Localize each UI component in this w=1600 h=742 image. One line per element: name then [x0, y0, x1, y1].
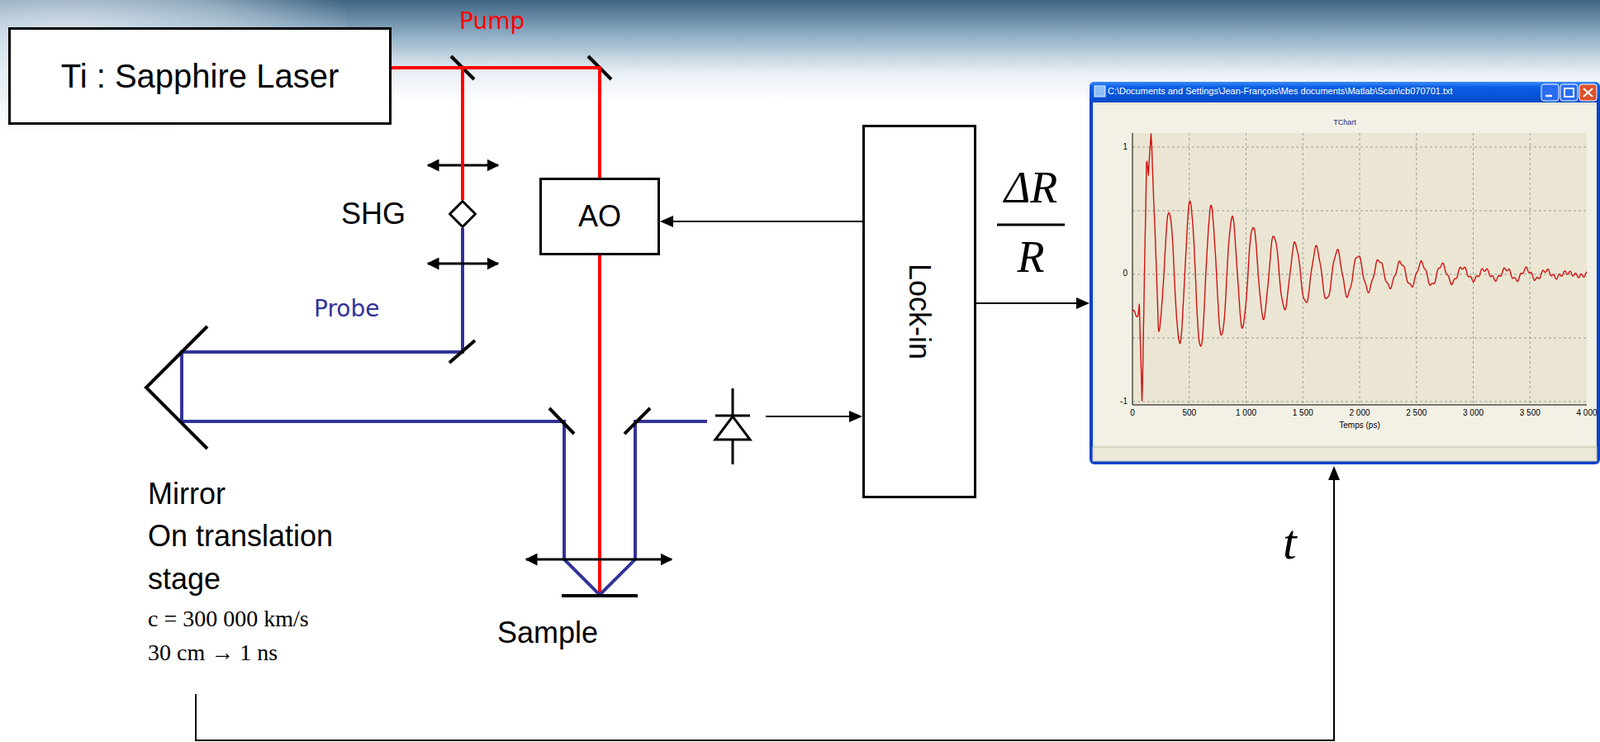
signal-arrow-line [976, 302, 1078, 304]
stage-label: Mirror [147, 476, 226, 511]
grid-line [1529, 132, 1531, 405]
fraction-bar [997, 223, 1065, 227]
delay-time-label: t [1282, 513, 1297, 571]
x-tick-label: 3 000 [1452, 408, 1495, 418]
x-tick-label: 4 000 [1566, 408, 1600, 418]
modulation-arrow [659, 215, 863, 228]
signal-trace [1132, 133, 1587, 401]
x-tick-label: 500 [1168, 408, 1211, 418]
grid-line [1415, 132, 1417, 405]
shg-label: SHG [341, 196, 406, 231]
photodiode-triangle [715, 416, 751, 440]
minimize-button [1541, 84, 1559, 101]
y-axis [1132, 132, 1134, 405]
x-tick-label: 1 500 [1281, 408, 1324, 418]
grid-line [1245, 132, 1247, 405]
y-tick-label: -1 [1096, 396, 1128, 407]
diamond-shape [450, 201, 476, 228]
x-tick-label: 2 500 [1395, 408, 1438, 418]
x-tick-label: 0 [1111, 408, 1154, 418]
pump-beam-to-shg-line [391, 67, 463, 200]
arrowhead [659, 215, 674, 228]
pump-label: Pump [459, 8, 525, 35]
minimize-glyph [1545, 94, 1553, 98]
plot-area [1132, 132, 1587, 405]
laser-name: Ti : Sapphire Laser [61, 56, 339, 95]
window-titlebar [1089, 81, 1600, 104]
probe-mirror [449, 340, 475, 363]
ao-modulator-box: AO [539, 177, 660, 256]
pump-beam-to-shg [391, 67, 463, 200]
pump-beam [391, 67, 600, 178]
r-denominator: R [989, 231, 1073, 283]
plot-grid [1132, 132, 1587, 405]
signal-arrow [976, 297, 1090, 309]
stage-label: On translation [147, 518, 333, 553]
close-button [1579, 84, 1597, 101]
lens-symbol [427, 262, 499, 266]
arrowhead [849, 410, 863, 423]
x-axis [1132, 404, 1587, 406]
sample-surface [561, 593, 638, 598]
retroreflector [146, 326, 208, 449]
x-tick-label: 3 500 [1509, 408, 1551, 418]
probe-mirror [549, 408, 575, 434]
stage-label: stage [147, 561, 221, 596]
y-tick-label: 0 [1096, 268, 1128, 279]
probe-mirror [624, 408, 651, 434]
delta-r-numerator: ΔR [989, 161, 1073, 214]
lock-in-box: Lock-in [862, 124, 977, 499]
grid-line [1132, 210, 1587, 212]
x-tick-label: 1 000 [1225, 408, 1268, 418]
probe-label: Probe [313, 295, 380, 323]
ao-label: AO [578, 199, 622, 233]
chart-window: C:\Documents and Settings\Jean-François\… [1089, 81, 1600, 465]
x-tick-label: 2 000 [1338, 408, 1381, 418]
axis-title: Temps (ps) [1318, 420, 1401, 431]
shg-crystal: SHG [448, 199, 477, 228]
modulation-arrow-line [672, 220, 863, 223]
window-frame [1089, 81, 1600, 465]
status-bar [1092, 446, 1597, 461]
window-icon [1094, 85, 1106, 97]
window-title: C:\Documents and Settings\Jean-François\… [1107, 85, 1453, 97]
lock-in-label: Lock-in [902, 263, 936, 360]
chart-panel [1094, 104, 1596, 446]
delay-feed-line [195, 479, 1335, 741]
pump-beam-line [391, 67, 600, 178]
delay-conversion-note: 30 cm → 1 ns [147, 639, 278, 666]
grid-line [1472, 132, 1474, 405]
grid-line [1132, 147, 1587, 148]
arrowhead [1328, 465, 1340, 480]
sample-label: Sample [497, 615, 599, 650]
grid-line [1132, 401, 1587, 403]
window-client [1092, 102, 1597, 461]
y-tick-label: 1 [1096, 142, 1128, 152]
grid-line [1302, 132, 1304, 405]
pump-beam [598, 255, 602, 595]
grid-line [1359, 132, 1361, 405]
laser-box: Ti : Sapphire Laser [8, 27, 392, 125]
detector-signal-wire [765, 415, 850, 418]
lens-symbol [526, 558, 672, 561]
maximize-glyph [1564, 88, 1574, 97]
diamond-outline [448, 199, 477, 228]
grid-line [1188, 132, 1190, 405]
light-speed-note: c = 300 000 km/s [147, 605, 309, 632]
maximize-button [1560, 84, 1578, 101]
grid-line [1132, 274, 1587, 276]
chart-title: TChart [1089, 118, 1600, 128]
arrowhead [1076, 297, 1090, 309]
close-glyph [1583, 88, 1593, 97]
grid-line [1132, 337, 1587, 339]
